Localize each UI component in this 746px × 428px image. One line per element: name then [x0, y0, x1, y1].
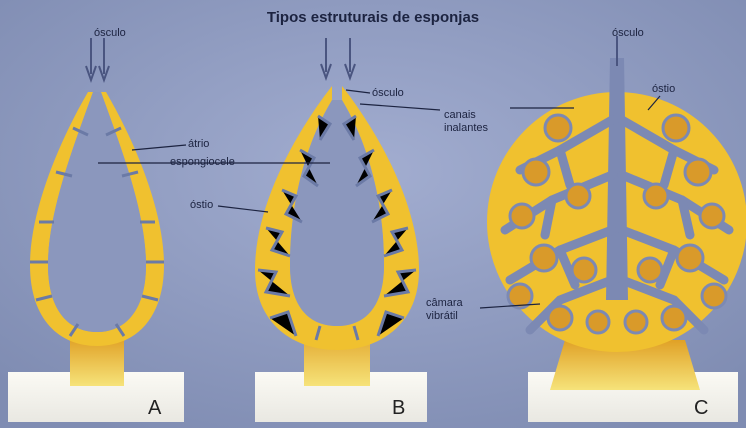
label-espongiocele: espongiocele — [170, 156, 235, 168]
label-ostio-a: óstio — [190, 199, 213, 211]
label-osculo-b: ósculo — [372, 87, 404, 99]
panel-letter-a: A — [148, 397, 162, 419]
label-atrio: átrio — [188, 138, 209, 150]
diagram-title: Tipos estruturais de esponjas — [267, 9, 479, 26]
label-osculo-c: ósculo — [612, 27, 644, 39]
label-osculo-a: ósculo — [94, 27, 126, 39]
panel-letter-c: C — [694, 397, 708, 419]
panel-letter-b: B — [392, 397, 405, 419]
label-ostio-c: óstio — [652, 83, 675, 95]
